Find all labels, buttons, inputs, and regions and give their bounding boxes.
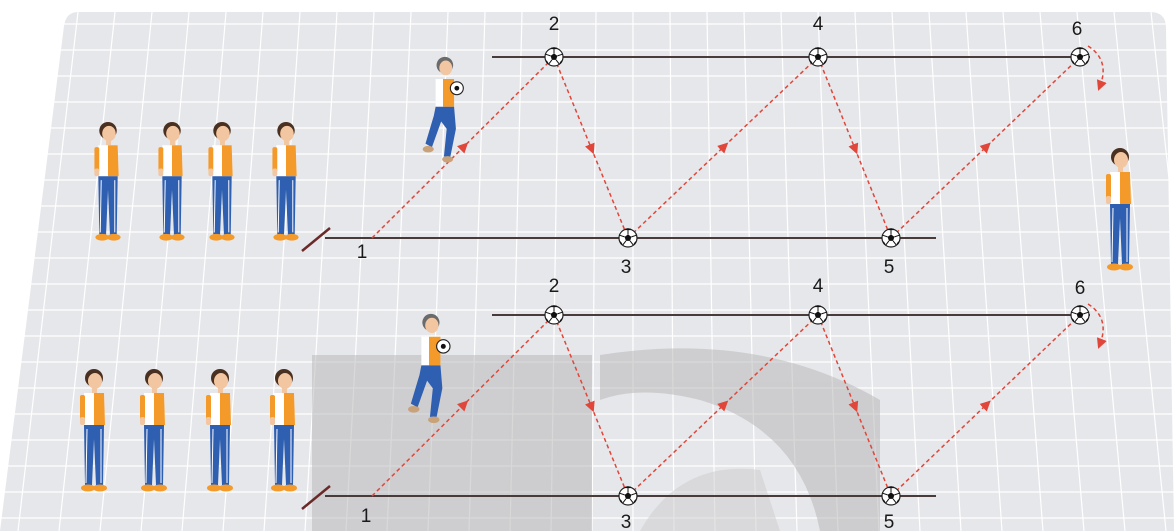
- start-marker-icon: [301, 227, 331, 252]
- pass-path-segment: [890, 314, 1081, 497]
- soccer-ball-icon: [1070, 305, 1090, 325]
- pass-path-segment: [817, 56, 892, 239]
- turn-arrow: [1087, 303, 1107, 349]
- pass-path-segment: [553, 56, 629, 239]
- point-label: 4: [813, 14, 824, 35]
- drill-top: 1 2 3 4 5 6: [301, 14, 1107, 278]
- direction-arrow: [717, 400, 729, 412]
- drill-bottom: 1 2 3 4 5 6: [301, 276, 1107, 531]
- point-label: 5: [884, 512, 895, 531]
- pass-path-segment: [553, 314, 629, 497]
- pass-path-segment: [627, 314, 819, 497]
- point-label: 2: [549, 276, 560, 297]
- point-label: 2: [549, 14, 560, 35]
- direction-arrow: [979, 142, 991, 154]
- direction-arrow: [979, 400, 991, 412]
- soccer-ball-icon: [1070, 47, 1090, 67]
- direction-arrow: [584, 142, 595, 155]
- direction-arrow: [456, 142, 469, 154]
- publisher-watermark: [312, 348, 880, 531]
- pass-path-segment: [817, 314, 892, 497]
- turn-arrow: [1087, 45, 1107, 91]
- point-label: 1: [361, 506, 372, 527]
- soccer-ball-icon: [618, 228, 638, 248]
- soccer-ball-icon: [808, 305, 828, 325]
- point-label: 3: [621, 512, 632, 531]
- soccer-ball-icon: [881, 228, 901, 248]
- point-label: 1: [357, 242, 368, 263]
- point-label: 4: [813, 276, 824, 297]
- point-label: 6: [1075, 278, 1086, 299]
- direction-arrow: [584, 400, 595, 413]
- soccer-ball-icon: [618, 486, 638, 506]
- start-marker-icon: [301, 485, 331, 510]
- soccer-ball-icon: [808, 47, 828, 67]
- pass-path-segment: [627, 56, 819, 239]
- point-label: 3: [621, 257, 632, 278]
- point-label: 5: [884, 257, 895, 278]
- direction-arrow: [848, 142, 859, 155]
- soccer-ball-icon: [544, 47, 564, 67]
- direction-arrow: [717, 142, 729, 154]
- direction-arrow: [456, 400, 469, 412]
- point-label: 6: [1072, 19, 1083, 40]
- direction-arrow: [848, 400, 859, 413]
- soccer-ball-icon: [544, 305, 564, 325]
- soccer-ball-icon: [881, 486, 901, 506]
- pass-path-segment: [890, 56, 1081, 239]
